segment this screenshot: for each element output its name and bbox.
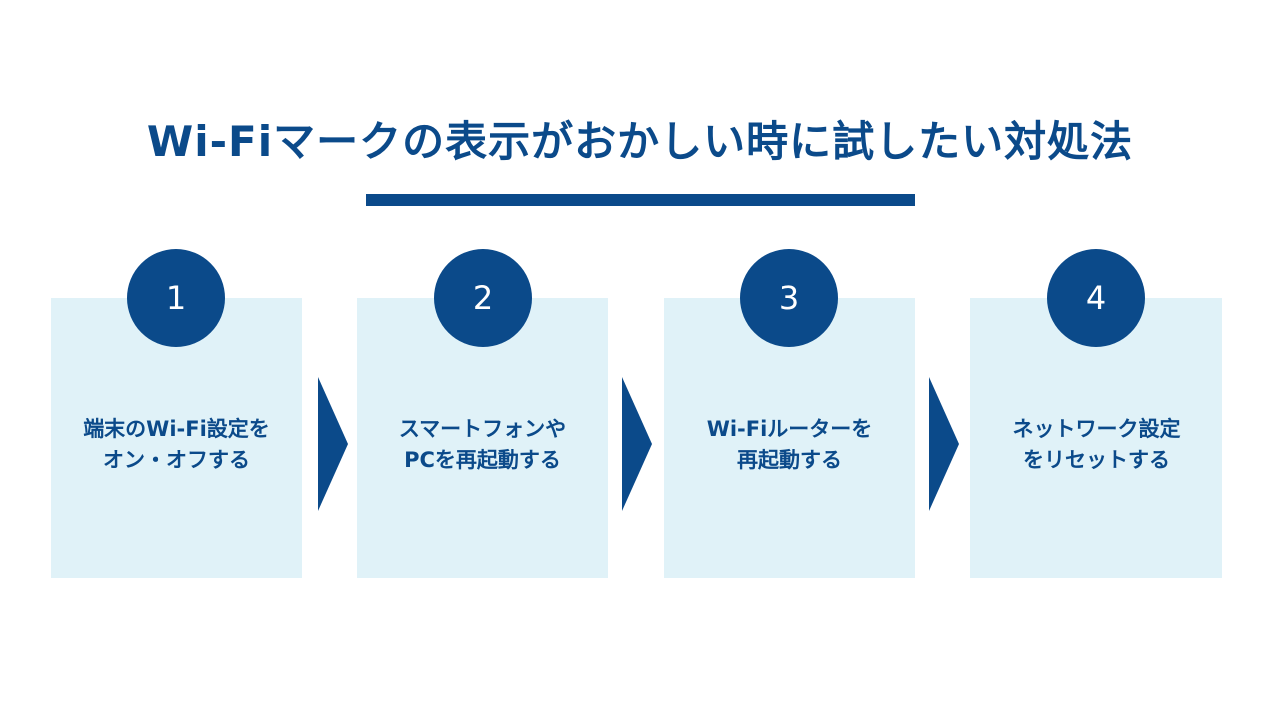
step-label-line: スマートフォンや (398, 417, 567, 441)
step-label-line: 端末のWi-Fi設定を (83, 417, 270, 441)
title-underline (366, 194, 915, 206)
step-number-3: 3 (740, 249, 838, 347)
step-label-line: ネットワーク設定 (1012, 417, 1181, 441)
step-label-line: オン・オフする (103, 448, 250, 472)
step-label-1: 端末のWi-Fi設定をオン・オフする (51, 414, 302, 476)
page-title: Wi-Fiマークの表示がおかしい時に試したい対処法 (146, 117, 1134, 166)
arrow-right-icon (929, 377, 959, 511)
step-number-2: 2 (434, 249, 532, 347)
step-label-line: PCを再起動する (404, 448, 561, 472)
step-number-1: 1 (127, 249, 225, 347)
step-number-4: 4 (1047, 249, 1145, 347)
step-label-line: 再起動する (737, 448, 842, 472)
step-label-2: スマートフォンや PCを再起動する (357, 414, 608, 476)
arrow-right-icon (318, 377, 348, 511)
step-label-4: ネットワーク設定をリセットする (971, 414, 1222, 476)
step-label-line: をリセットする (1023, 448, 1170, 472)
arrow-right-icon (622, 377, 652, 511)
step-label-line: Wi-Fiルーターを (706, 417, 873, 441)
step-label-3: Wi-Fiルーターを再起動する (664, 414, 915, 476)
